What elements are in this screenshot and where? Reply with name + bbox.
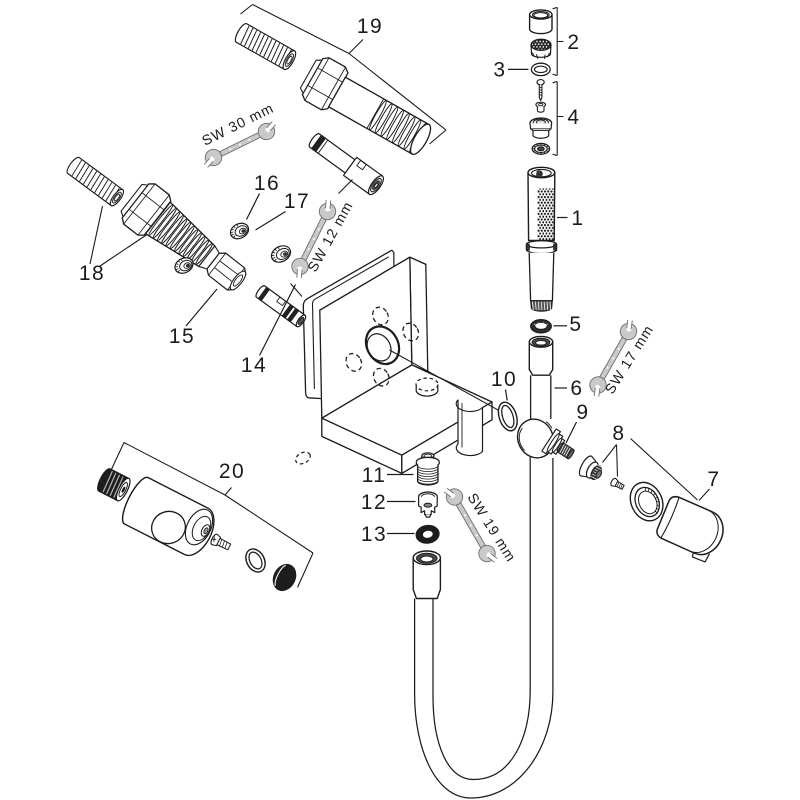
svg-text:10: 10 bbox=[491, 368, 517, 391]
svg-text:7: 7 bbox=[707, 468, 720, 491]
svg-text:20: 20 bbox=[219, 460, 245, 483]
svg-text:14: 14 bbox=[241, 354, 267, 377]
svg-text:3: 3 bbox=[493, 59, 506, 82]
svg-text:11: 11 bbox=[362, 464, 387, 487]
svg-text:18: 18 bbox=[79, 262, 105, 285]
svg-text:19: 19 bbox=[357, 15, 383, 38]
svg-text:16: 16 bbox=[254, 172, 280, 195]
svg-text:13: 13 bbox=[361, 523, 387, 546]
svg-text:12: 12 bbox=[361, 491, 387, 514]
svg-text:2: 2 bbox=[567, 31, 580, 54]
svg-text:5: 5 bbox=[569, 313, 582, 336]
svg-text:8: 8 bbox=[612, 422, 625, 445]
svg-text:1: 1 bbox=[571, 207, 584, 230]
svg-text:9: 9 bbox=[576, 401, 589, 424]
svg-text:15: 15 bbox=[169, 325, 195, 348]
svg-text:17: 17 bbox=[284, 190, 310, 213]
svg-text:6: 6 bbox=[570, 377, 583, 400]
svg-text:4: 4 bbox=[567, 106, 580, 129]
